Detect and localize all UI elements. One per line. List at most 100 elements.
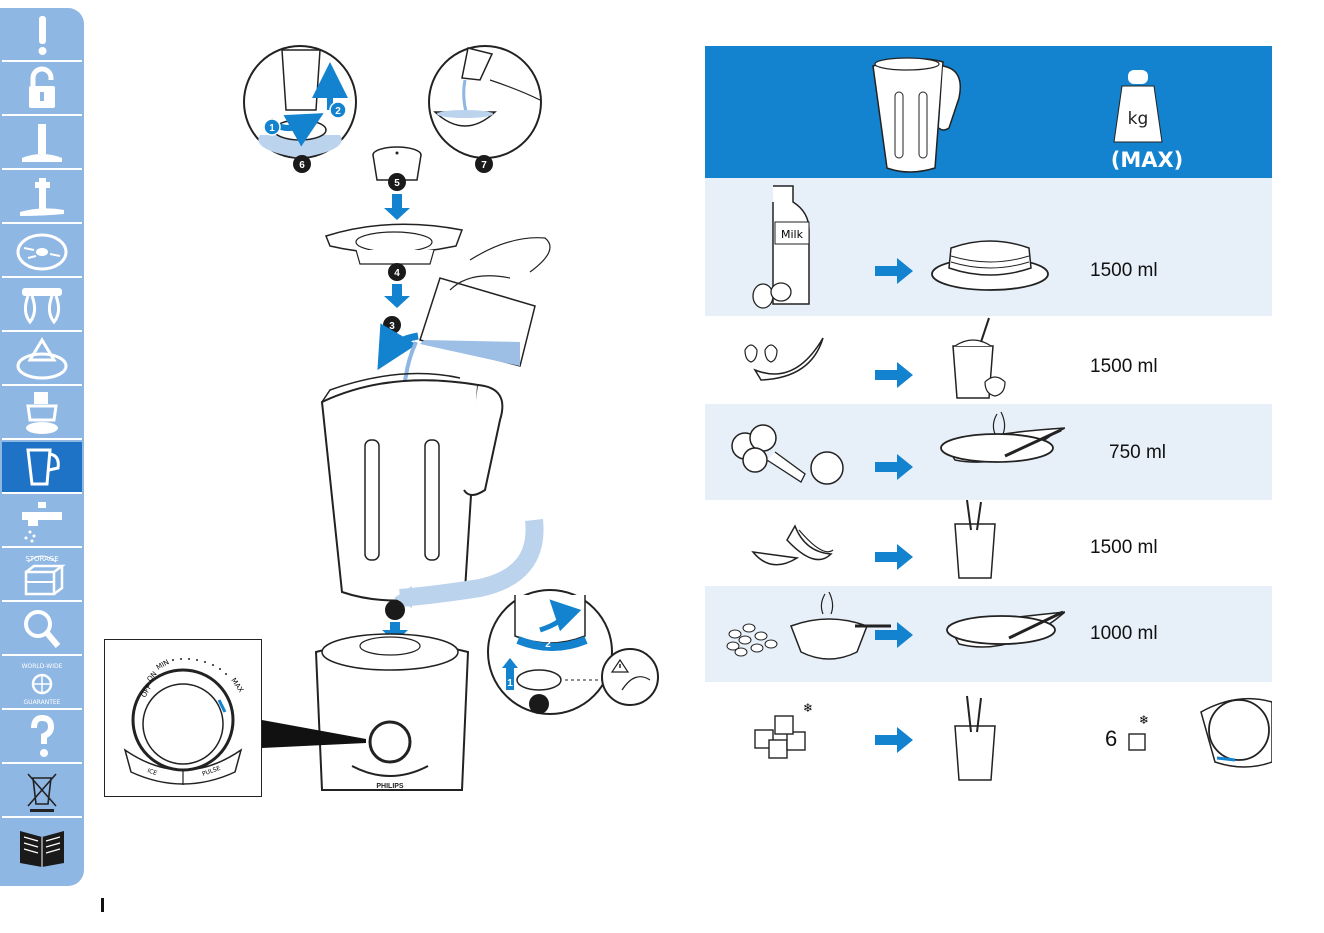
milkshake-icon [953,318,1005,398]
svg-text:3: 3 [389,321,395,332]
quantity-table: kg (MAX) Milk [705,46,1272,786]
sidebar-tab-whisk[interactable] [2,280,82,332]
melon-and-banana-icon [753,526,833,565]
svg-text:1: 1 [507,678,513,689]
dial-ice-setting-icon [1201,699,1272,767]
quantity-row-4: 1500 ml [1090,537,1158,559]
svg-text:2: 2 [335,106,341,117]
step-badge-2: 2 [330,102,346,118]
sidebar-tab-storage[interactable]: STORAGE [2,550,82,602]
book-icon [14,823,70,869]
blender-jar-icon [14,444,70,490]
chopping-blade-icon [14,174,70,220]
step-badge-5: 5 [388,173,406,191]
arrow-row-2 [875,362,913,388]
magnifier-icon [14,606,70,652]
svg-text:4: 4 [394,268,400,279]
table-row-6: ❄ ❄ [705,682,1272,782]
sidebar-tab-faq[interactable] [2,712,82,764]
control-dial-inset: OFF ON MIN MAX ICE PULSE [104,639,262,797]
arrow-row-5 [875,622,913,648]
pouring-jug [420,238,550,366]
quantity-row-1: 1500 ml [1090,260,1158,282]
quantity-row-3: 750 ml [1109,442,1166,464]
jar-lid [326,224,462,264]
table-row-1: Milk [705,178,1272,316]
dial-max-label: MAX [229,677,245,695]
arrow-row-3 [875,454,913,480]
table-row-5 [705,586,1272,682]
soup-bowl-icon [941,412,1065,462]
svg-text:2: 2 [545,639,551,650]
chapter-sidebar: STORAGE WORLD-WIDE GUARANTEE [0,8,84,886]
sidebar-tab-guarantee[interactable]: WORLD-WIDE GUARANTEE [2,658,82,710]
citrus-press-icon [14,336,70,382]
detail-circle-blade-unit: 2 1 [488,590,620,714]
sidebar-tab-blender[interactable] [2,442,82,494]
guarantee-text: WORLD-WIDE [22,663,63,670]
sidebar-tab-disc[interactable] [2,226,82,278]
weight-kg-text: kg [1128,109,1149,129]
blender-jar [322,374,502,601]
storage-box-icon: STORAGE [14,552,70,598]
milk-and-eggs-icon: Milk [753,186,809,308]
dial-min-label: MIN [155,658,171,672]
weight-icon: kg [1110,68,1166,146]
svg-text:6: 6 [299,160,305,171]
milk-label: Milk [781,228,804,241]
table-header: kg (MAX) [705,46,1272,178]
step-badge-4: 4 [388,263,406,281]
sidebar-tab-disposal[interactable] [2,766,82,818]
drink-glass-icon [955,500,995,578]
svg-text:7: 7 [481,160,487,171]
question-mark-icon [14,714,70,760]
svg-text:1: 1 [269,123,275,134]
juicer-icon [14,390,70,436]
tap-icon [14,498,70,544]
step-badge-3: 3 [383,316,401,334]
detail-circle-caution [602,649,658,705]
whisk-icon [14,282,70,328]
sidebar-tab-troubleshooting[interactable] [2,604,82,656]
max-label: (MAX) [1087,148,1207,172]
svg-text:❄: ❄ [1139,713,1149,727]
detail-circle-pour-out [429,46,541,158]
table-row-3 [705,404,1272,500]
beans-and-pot-icon [727,592,891,659]
sidebar-tab-warning[interactable] [2,10,82,62]
storage-text: STORAGE [25,555,58,563]
open-padlock-icon [14,66,70,112]
step-badge-blade [529,694,549,714]
bowl-and-spoon-icon [947,612,1065,647]
arrow-row-1 [875,258,913,284]
pancakes-icon [932,241,1048,290]
table-row-4 [705,500,1272,586]
broccoli-and-tomato-icon [732,425,843,484]
quantity-row-2: 1500 ml [1090,356,1158,378]
sidebar-tab-manual[interactable] [2,820,82,872]
svg-text:❄: ❄ [803,701,813,715]
exclamation-icon [14,12,70,58]
single-ice-cube-icon: ❄ [1129,713,1149,750]
table-row-2 [705,316,1272,404]
brand-logo: PHILIPS [376,783,404,790]
sidebar-tab-chopping[interactable] [2,172,82,224]
control-dial-svg: OFF ON MIN MAX ICE PULSE [105,640,261,796]
svg-text:5: 5 [394,178,400,189]
sidebar-tab-unlock[interactable] [2,64,82,116]
strawberries-and-banana-icon [745,338,823,380]
step-badge-base [385,600,405,620]
sidebar-tab-juicer[interactable] [2,388,82,440]
kneading-blade-icon [14,120,70,166]
globe-icon: WORLD-WIDE GUARANTEE [14,660,70,706]
sidebar-tab-cleaning[interactable] [2,496,82,548]
page-number-mark [101,898,104,912]
iced-drink-icon [955,696,995,780]
header-jar-icon [865,52,965,176]
slicing-disc-icon [14,228,70,274]
quantity-row-6: 6 [1105,726,1117,752]
quantity-row-5: 1000 ml [1090,623,1158,645]
sidebar-tab-kneading[interactable] [2,118,82,170]
crossed-bin-icon [14,768,70,814]
sidebar-tab-citrus[interactable] [2,334,82,386]
